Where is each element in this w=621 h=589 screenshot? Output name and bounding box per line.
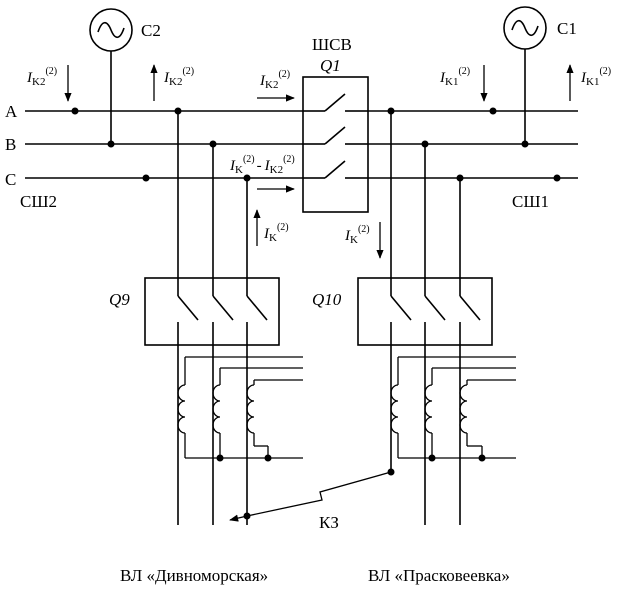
fault-arrow [229,514,248,522]
phase-c-label: C [5,170,16,189]
current-label-ik2-coupler: IK2(2) [259,69,290,91]
current-label-ik2-right: IK2(2) [163,66,194,88]
fault-path [229,468,395,522]
current-label-ik2-left: IK2(2) [26,66,57,88]
bus-bars [25,110,578,179]
breaker-q10-label: Q10 [312,290,342,309]
generator-c1 [503,6,547,148]
current-label-ik-left: IK(2) [263,222,289,244]
breaker-q10 [357,277,493,346]
coupler-name: ШСВ [312,35,352,54]
ct-coil-icon [424,384,433,434]
coupler-breaker-label: Q1 [320,56,341,75]
current-label-ik-minus-ik2: IK(2)-IK2(2) [229,154,295,176]
generator-c1-label: C1 [557,19,577,38]
phase-a-label: A [5,102,18,121]
left-current-transformers [177,345,303,525]
line-right-label: ВЛ «Прасковеевка» [368,566,510,585]
line-left-label: ВЛ «Дивноморская» [120,566,268,585]
current-label-ik-right: IK(2) [344,224,370,246]
sine-icon [97,21,125,39]
current-label-ik1-left: IK1(2) [439,66,470,88]
breaker-q9 [144,277,280,346]
fault-label: КЗ [319,513,339,532]
left-bus-label: СШ2 [20,192,57,211]
ct-coil-icon [390,384,399,434]
breaker-q9-box [144,277,280,346]
coupler-breaker-q1 [302,76,369,213]
fault-zigzag [246,471,392,517]
generator-c2-label: C2 [141,21,161,40]
left-taps [71,107,251,278]
right-bus-label: СШ1 [512,192,549,211]
sine-icon [511,19,539,37]
phase-b-label: B [5,135,16,154]
ct-coil-icon [212,384,221,434]
breaker-q9-label: Q9 [109,290,130,309]
right-current-transformers [390,345,516,525]
current-label-ik1-right: IK1(2) [580,66,611,88]
right-taps [387,107,561,278]
ct-coil-icon [246,384,255,434]
ct-coil-icon [459,384,468,434]
generator-c2 [89,8,133,148]
ct-coil-icon [177,384,186,434]
